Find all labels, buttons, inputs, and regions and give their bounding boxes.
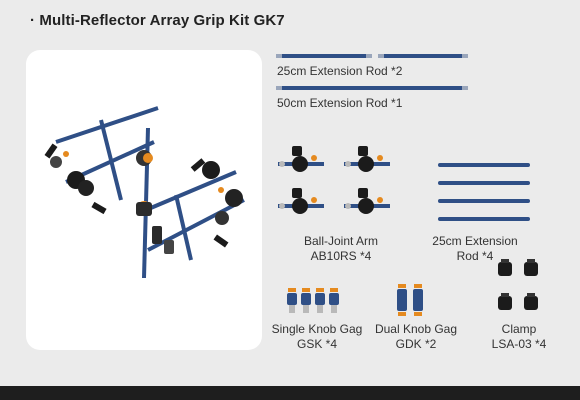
extension-rod-50cm-icon xyxy=(276,86,468,90)
label-clamp: Clamp LSA-03 *4 xyxy=(474,322,564,352)
ball-joint-arm-icon xyxy=(278,146,390,214)
assembled-grip-kit-illustration xyxy=(44,106,245,279)
label-dual-knob-gag-line2: GDK *2 xyxy=(395,337,437,351)
bottom-bar xyxy=(0,386,580,400)
label-single-knob-gag-line1: Single Knob Gag xyxy=(271,322,363,336)
single-knob-gag-icon xyxy=(287,288,339,313)
label-clamp-line2: LSA-03 *4 xyxy=(491,337,547,351)
label-single-knob-gag-line2: GSK *4 xyxy=(296,337,338,351)
label-extension-rod-25cm-right-line2: Rod *4 xyxy=(456,249,494,263)
label-extension-rod-25cm-right: 25cm Extension Rod *4 xyxy=(420,234,530,264)
label-ball-joint-arm-line2: AB10RS *4 xyxy=(310,249,372,263)
label-single-knob-gag: Single Knob Gag GSK *4 xyxy=(265,322,369,352)
clamp-icon xyxy=(498,259,538,310)
extension-rod-25cm-right-icon xyxy=(438,163,530,221)
label-extension-rod-25cm-right-line1: 25cm Extension xyxy=(432,234,518,248)
page-title: · Multi-Reflector Array Grip Kit GK7 xyxy=(30,12,285,29)
label-dual-knob-gag-line1: Dual Knob Gag xyxy=(374,322,458,336)
label-extension-rod-50cm: 50cm Extension Rod *1 xyxy=(277,96,403,110)
label-ball-joint-arm: Ball-Joint Arm AB10RS *4 xyxy=(291,234,391,264)
label-dual-knob-gag: Dual Knob Gag GDK *2 xyxy=(368,322,464,352)
label-clamp-line1: Clamp xyxy=(501,322,537,336)
label-extension-rod-25cm-top: 25cm Extension Rod *2 xyxy=(277,64,403,78)
hero-product-panel xyxy=(26,50,262,350)
dual-knob-gag-icon xyxy=(397,284,423,316)
extension-rod-25cm-top-icon xyxy=(276,54,468,58)
label-ball-joint-arm-line1: Ball-Joint Arm xyxy=(303,234,379,248)
